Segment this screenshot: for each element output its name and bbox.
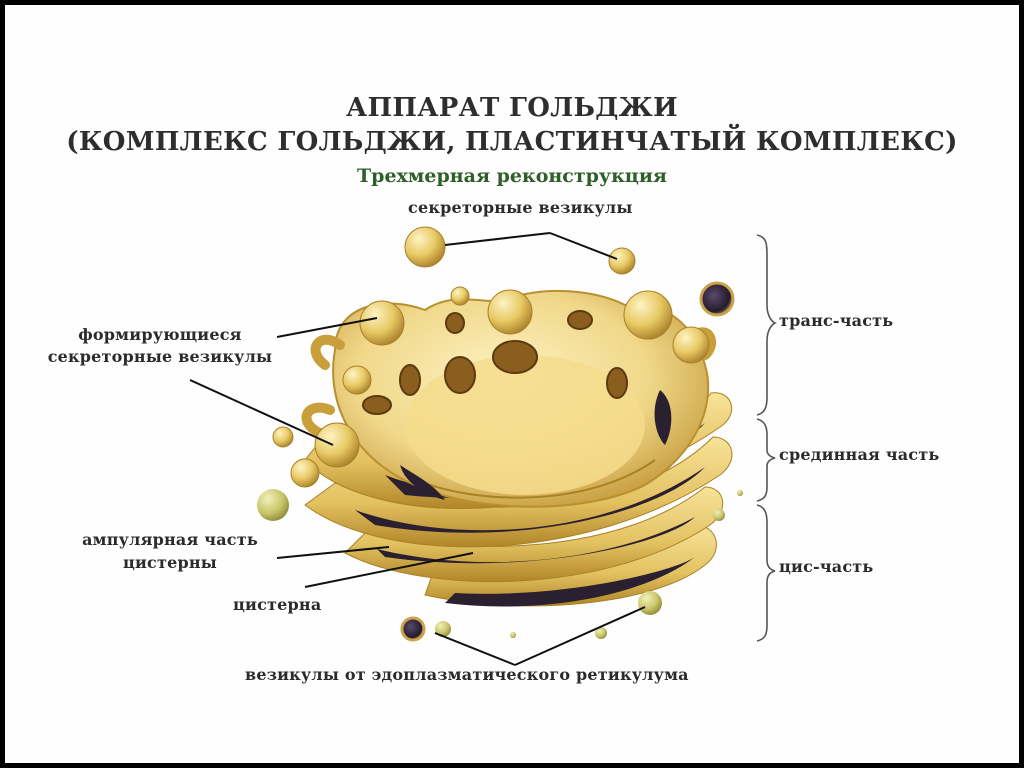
title-line-2: (КОМПЛЕКС ГОЛЬДЖИ, ПЛАСТИНЧАТЫЙ КОМПЛЕКС… [66, 127, 958, 157]
label-ampullar-line2: цистерны [122, 553, 218, 572]
region-braces [756, 234, 777, 642]
title-line-1: АППАРАТ ГОЛЬДЖИ [346, 93, 678, 123]
cis-brace [756, 504, 776, 642]
secretory-vesicles [272, 226, 735, 448]
label-medial-part: срединная часть [779, 445, 940, 464]
label-ampullar-line1: ампулярная часть [82, 530, 258, 549]
golgi-illustration [189, 226, 777, 666]
label-secretory-vesicles: секреторные везикулы [408, 198, 633, 217]
medial-brace [756, 418, 776, 502]
trans-face [301, 289, 717, 508]
er-vesicles [257, 489, 743, 642]
forming-vesicles [290, 286, 710, 488]
label-cis-part: цис-часть [779, 557, 874, 576]
label-forming-vesicles-line1: формирующиеся [78, 325, 242, 344]
trans-brace [756, 234, 777, 416]
label-cisterna: цистерна [233, 595, 322, 614]
label-forming-vesicles-line2: секреторные везикулы [47, 347, 273, 366]
label-trans-part: транс-часть [779, 311, 894, 330]
label-er-vesicles: везикулы от эдоплазматического ретикулум… [245, 665, 689, 684]
slide-canvas: АППАРАТ ГОЛЬДЖИ (КОМПЛЕКС ГОЛЬДЖИ, ПЛАСТ… [5, 5, 1019, 763]
subtitle: Трехмерная реконструкция [357, 165, 667, 187]
leader-lines [189, 232, 646, 666]
